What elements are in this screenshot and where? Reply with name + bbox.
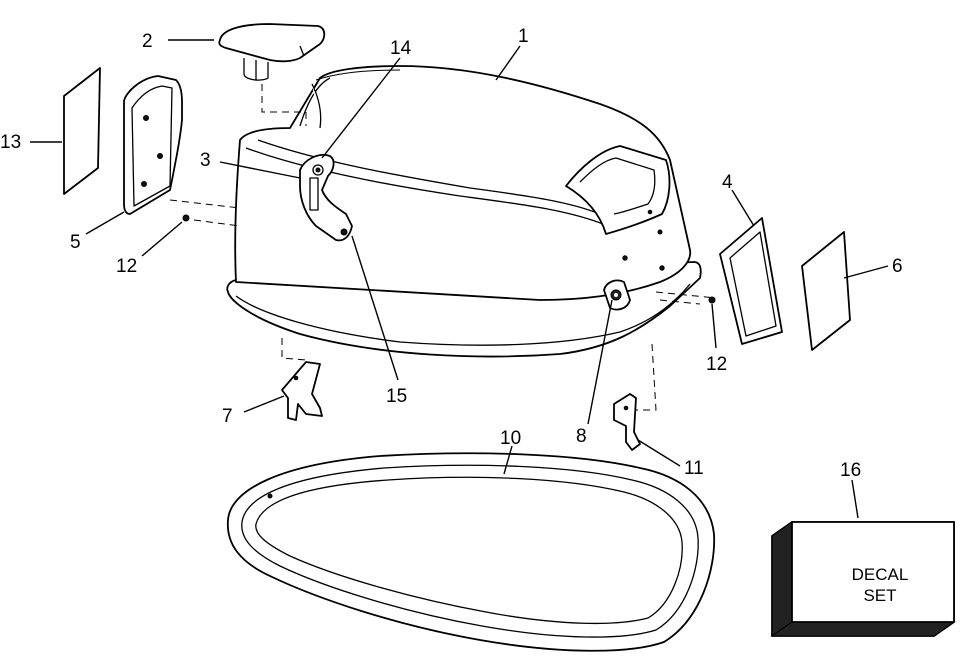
- callout-11: 11: [684, 458, 704, 479]
- callout-labels: 1 2 3 4 5 6 7 8 10 11 12 12 13 14 15 16: [0, 26, 903, 481]
- callout-12-left: 12: [116, 256, 137, 277]
- leader-lines: [30, 39, 889, 519]
- callout-2: 2: [142, 31, 153, 52]
- callout-15: 15: [386, 386, 407, 407]
- side-latch-knob: [603, 279, 631, 311]
- latch-assembly: [299, 154, 353, 242]
- callout-12-right: 12: [706, 354, 727, 375]
- right-filter-pad: [801, 231, 851, 351]
- decal-box-line2: SET: [863, 586, 896, 605]
- decal-set-box: DECAL SET: [770, 521, 956, 637]
- motor-cover-hood: [226, 65, 702, 358]
- seal-gasket: [227, 452, 716, 652]
- callout-13: 13: [0, 132, 21, 153]
- callout-5: 5: [70, 232, 81, 253]
- decal-box-line1: DECAL: [852, 565, 909, 584]
- left-label-plate: [63, 67, 101, 195]
- lower-left-bracket: [281, 361, 323, 421]
- callout-16: 16: [840, 460, 861, 481]
- callout-10: 10: [500, 428, 521, 449]
- callout-1: 1: [518, 26, 529, 47]
- left-side-bracket: [123, 75, 183, 215]
- lower-right-bracket: [613, 393, 641, 451]
- callout-14: 14: [390, 38, 412, 59]
- callout-8: 8: [576, 426, 587, 447]
- callout-7: 7: [222, 406, 233, 427]
- right-filter-frame: [719, 217, 783, 345]
- callout-4: 4: [722, 172, 733, 193]
- top-cap-part: [218, 23, 326, 81]
- callout-3: 3: [200, 150, 211, 171]
- screw-left: [182, 214, 190, 222]
- callout-6: 6: [892, 256, 903, 277]
- screw-right: [708, 296, 716, 304]
